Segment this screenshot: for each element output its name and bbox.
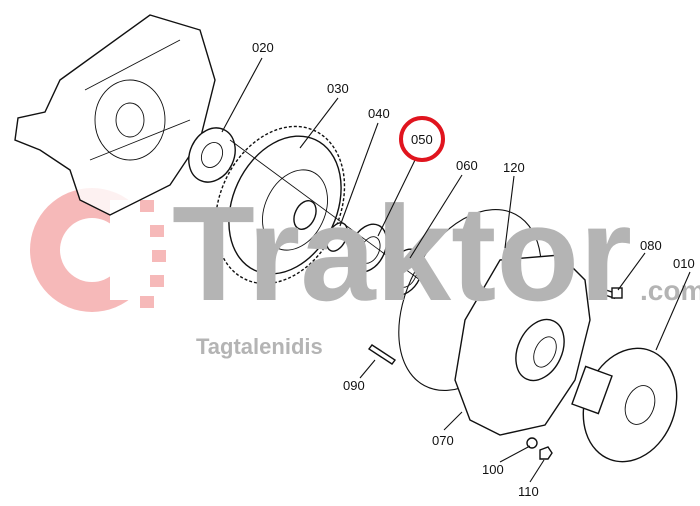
label-080: 080 bbox=[640, 238, 662, 253]
label-030: 030 bbox=[327, 81, 349, 96]
watermark-sub: Tagtalenidis bbox=[196, 334, 323, 359]
part-080-head bbox=[611, 287, 623, 299]
part-070-cover bbox=[454, 254, 591, 436]
watermark-brand: Traktor bbox=[172, 178, 632, 329]
label-100: 100 bbox=[482, 462, 504, 477]
part-110-nut bbox=[539, 446, 553, 460]
part-030-gear bbox=[214, 125, 346, 285]
label-050: 050 bbox=[411, 132, 433, 147]
watermark-suffix: .com bbox=[640, 275, 700, 306]
part-050-bearing bbox=[348, 223, 388, 273]
label-090: 090 bbox=[343, 378, 365, 393]
label-070: 070 bbox=[432, 433, 454, 448]
label-060: 060 bbox=[456, 158, 478, 173]
label-040: 040 bbox=[368, 106, 390, 121]
label-020: 020 bbox=[252, 40, 274, 55]
label-120: 120 bbox=[503, 160, 525, 175]
part-010-flange bbox=[571, 347, 678, 463]
leader-lines bbox=[221, 57, 691, 483]
label-010: 010 bbox=[673, 256, 695, 271]
watermark-gear-logo bbox=[30, 188, 170, 312]
highlight-circle bbox=[399, 116, 445, 162]
part-100-washer bbox=[526, 437, 538, 449]
transmission-housing bbox=[14, 14, 216, 216]
part-090-stud bbox=[367, 344, 397, 365]
label-110: 110 bbox=[518, 484, 539, 499]
